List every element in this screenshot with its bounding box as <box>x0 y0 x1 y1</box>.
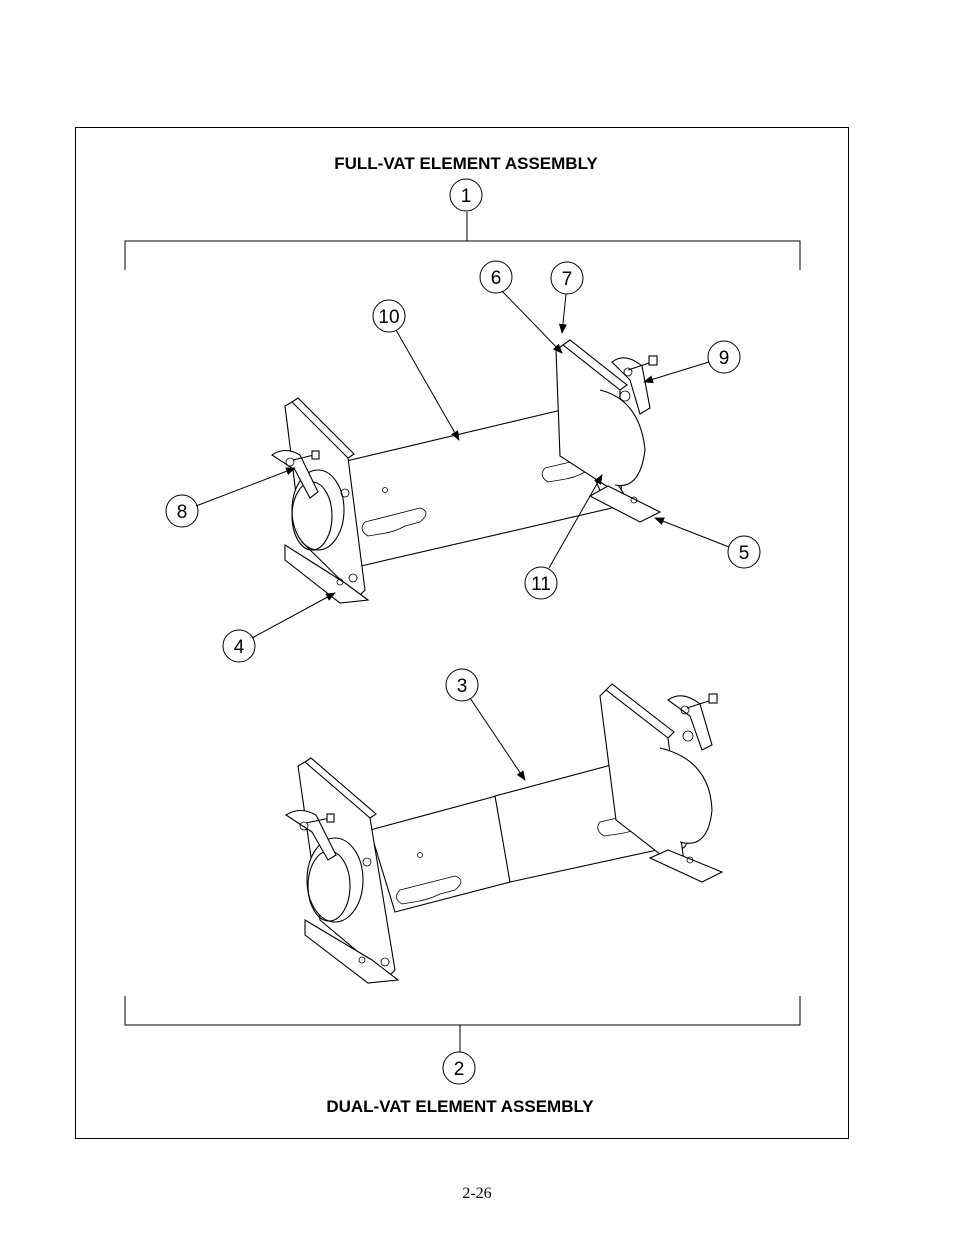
page-number: 2-26 <box>462 1185 492 1202</box>
svg-text:2: 2 <box>454 1059 465 1080</box>
svg-text:4: 4 <box>234 637 245 658</box>
full-vat-bracket <box>124 212 801 270</box>
callout-4: 4 <box>222 592 336 663</box>
svg-text:1: 1 <box>461 186 472 207</box>
callout-7: 7 <box>550 261 584 334</box>
callout-9: 9 <box>643 340 741 384</box>
callout-3: 3 <box>445 668 526 781</box>
dual-vat-left-plate <box>284 757 400 984</box>
full-vat-element-assembly <box>271 339 662 604</box>
full-vat-left-plate <box>271 397 370 604</box>
callout-11: 11 <box>524 474 603 600</box>
callout-10: 10 <box>372 299 460 441</box>
svg-text:8: 8 <box>177 502 188 523</box>
callout-8: 8 <box>165 467 296 528</box>
dual-vat-title: DUAL-VAT ELEMENT ASSEMBLY <box>326 1097 594 1116</box>
dual-vat-right-plate <box>599 683 724 883</box>
figure-frame <box>75 127 849 1139</box>
svg-text:11: 11 <box>531 574 551 595</box>
dual-vat-element-assembly <box>284 683 724 984</box>
dual-vat-bracket <box>124 996 801 1052</box>
svg-text:6: 6 <box>491 268 502 289</box>
full-vat-title: FULL-VAT ELEMENT ASSEMBLY <box>334 154 598 173</box>
svg-text:9: 9 <box>719 348 730 369</box>
svg-text:7: 7 <box>562 269 573 290</box>
callout-6: 6 <box>479 260 563 354</box>
callout-5: 5 <box>654 517 761 569</box>
svg-text:3: 3 <box>457 676 468 697</box>
callout-1: 1 <box>449 178 483 212</box>
svg-text:10: 10 <box>378 307 399 328</box>
svg-text:5: 5 <box>739 543 750 564</box>
full-vat-right-plate <box>555 339 662 523</box>
callout-2: 2 <box>442 1051 476 1085</box>
